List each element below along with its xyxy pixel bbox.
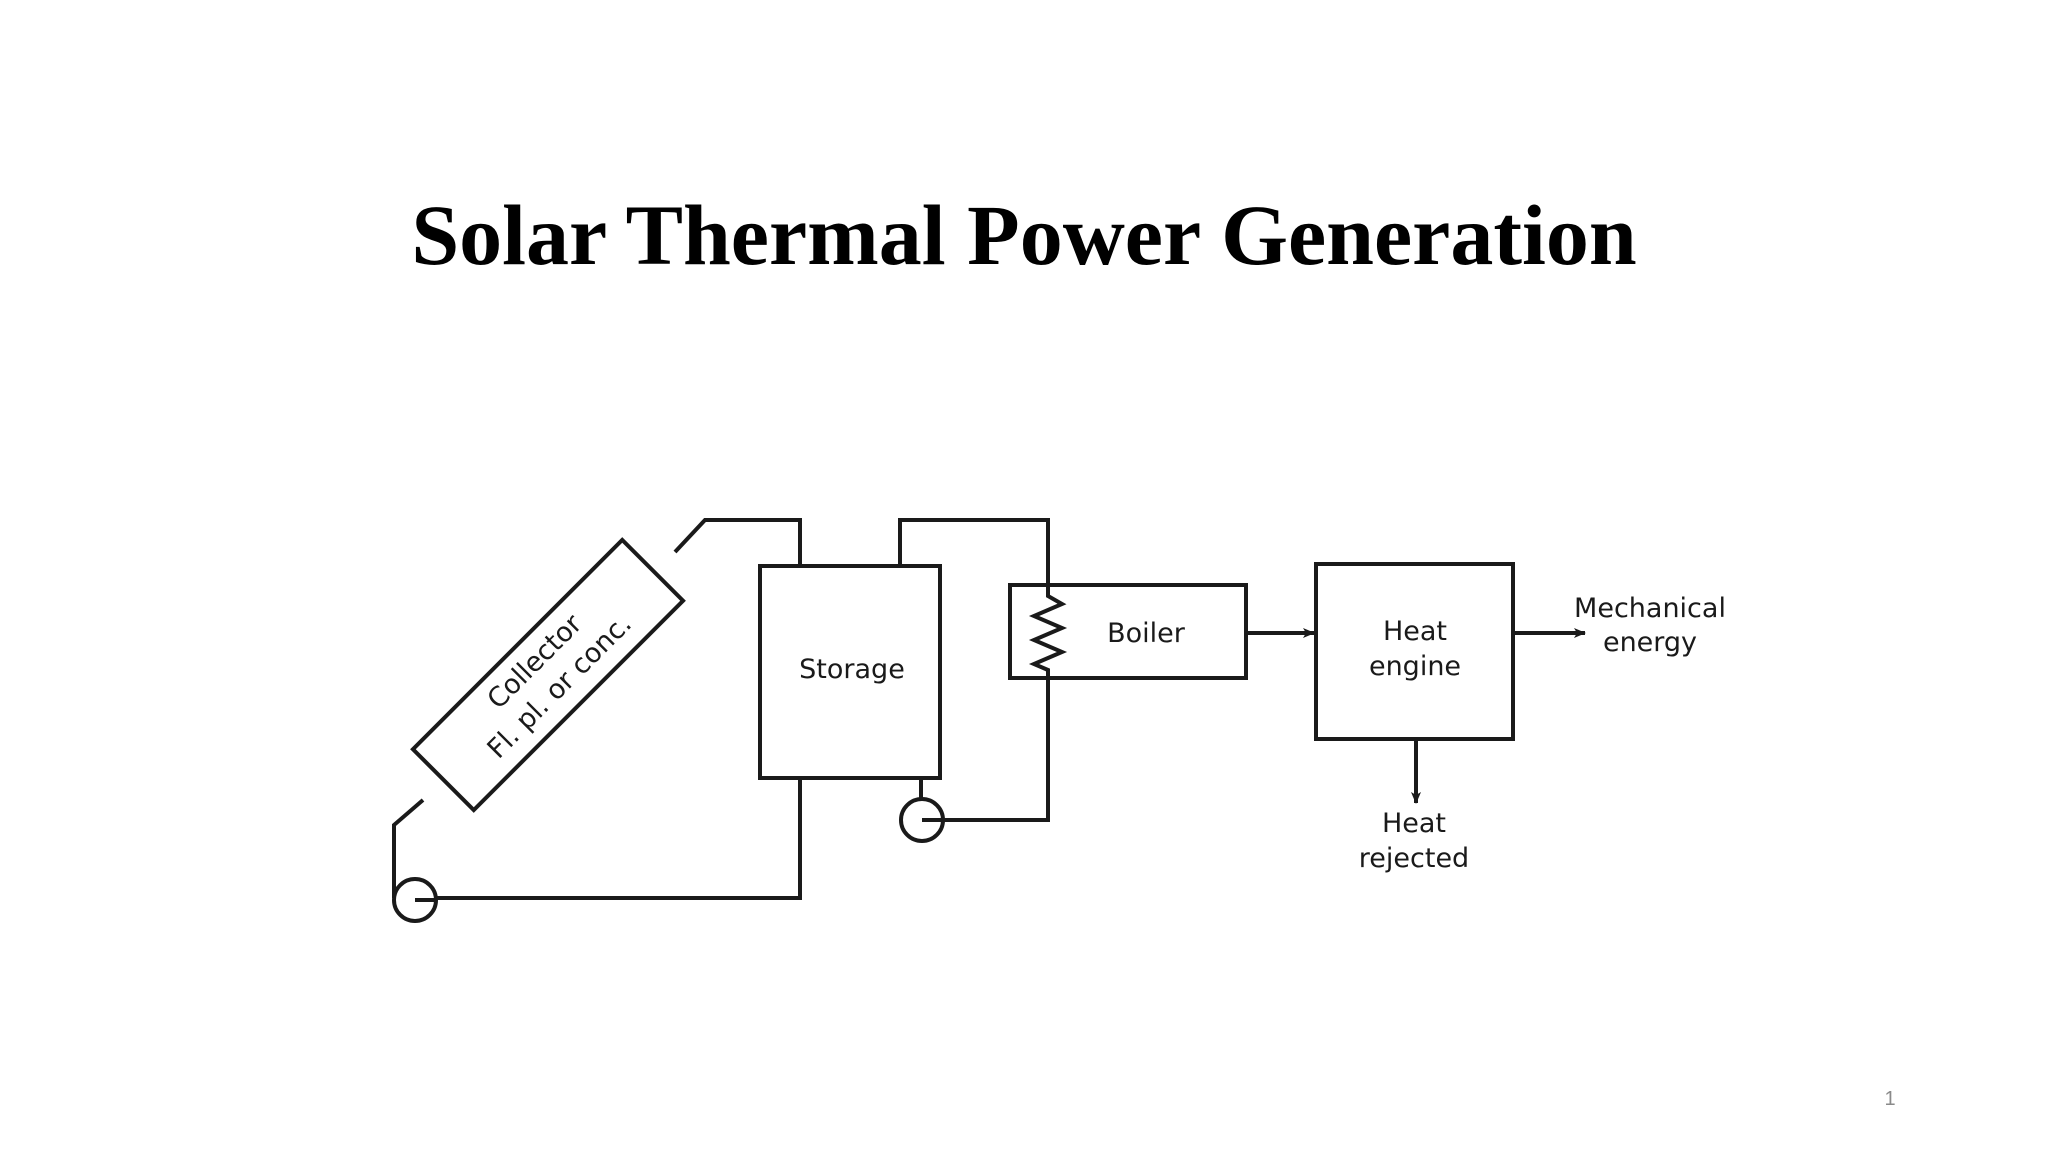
- heat-rejected-label-line1: Heat: [1382, 808, 1446, 839]
- page-number: 1: [1884, 1088, 1896, 1110]
- boiler-supply-pipe: [898, 518, 1050, 585]
- heat-exchanger-coil-icon: [1028, 585, 1068, 678]
- collector-supply-pipe: [673, 518, 802, 566]
- slide-title: Solar Thermal Power Generation: [411, 187, 1637, 283]
- mechanical-energy-label-line2: energy: [1603, 627, 1697, 658]
- heat-engine-label-line1: Heat: [1383, 616, 1447, 647]
- storage-box: [758, 564, 942, 780]
- boiler-label: Boiler: [1107, 618, 1186, 649]
- heat-engine-box: [1314, 562, 1515, 741]
- collector-return-pipe: [414, 778, 802, 900]
- boiler-pump-icon: [899, 797, 945, 843]
- heat-engine: Heat engine: [1314, 562, 1515, 741]
- heat-rejected-label-line2: rejected: [1359, 843, 1469, 874]
- boiler-return-pipe: [923, 678, 1050, 822]
- heat-engine-label-line2: engine: [1369, 651, 1461, 682]
- mechanical-energy-label-line1: Mechanical: [1574, 593, 1726, 624]
- storage-tank: Storage: [758, 564, 942, 780]
- collector-box: [410, 537, 686, 813]
- collector-pump-icon: [392, 877, 438, 923]
- boiler: Boiler: [1008, 583, 1248, 680]
- storage-label: Storage: [799, 654, 905, 685]
- collector-inlet-pipe: [392, 798, 425, 898]
- collector-panel: Collector Fl. pl. or conc.: [410, 537, 686, 813]
